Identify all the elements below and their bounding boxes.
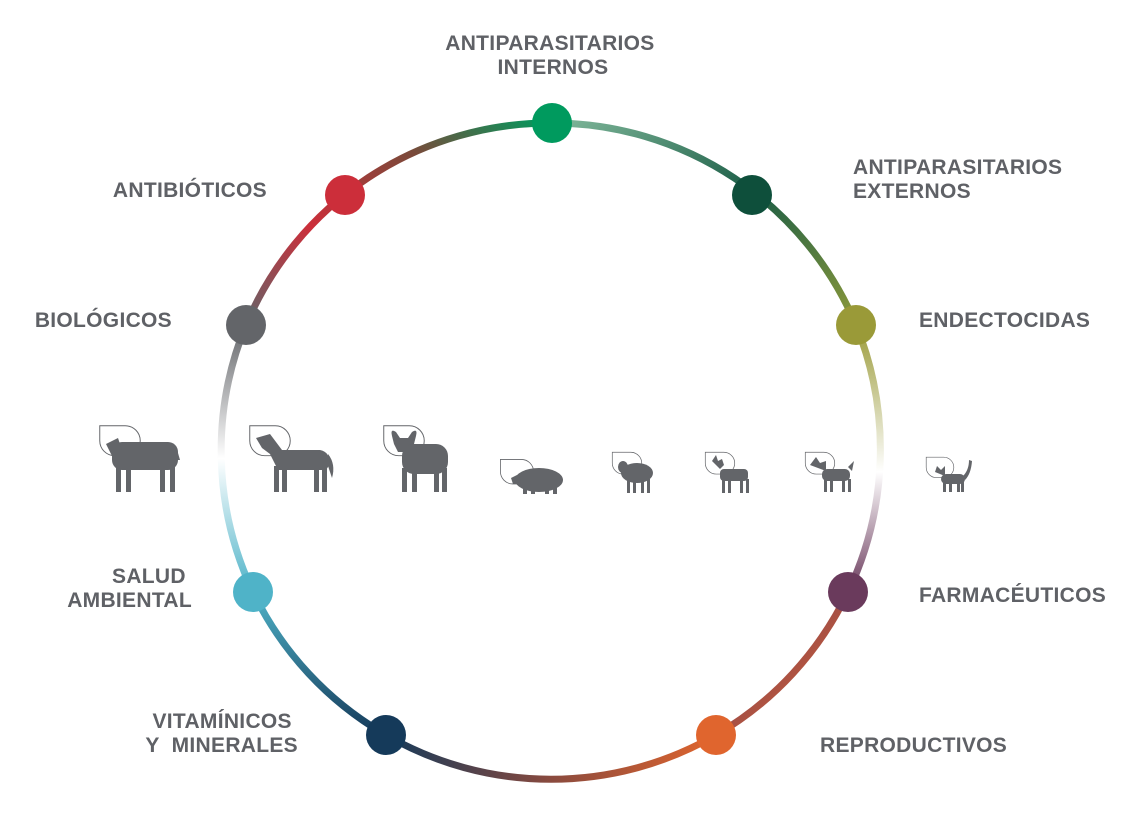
node-antibioticos[interactable]: [325, 175, 365, 215]
node-salud-ambiental[interactable]: [233, 572, 273, 612]
node-vitaminicos-y-minerales[interactable]: [366, 715, 406, 755]
ring-segment-left: [217, 321, 257, 596]
label-antibioticos[interactable]: ANTIBIÓTICOS: [113, 178, 267, 202]
node-antiparasitarios-externos[interactable]: [732, 175, 772, 215]
label-reproductivos[interactable]: REPRODUCTIVOS: [820, 734, 1007, 757]
label-biologicos[interactable]: BIOLÓGICOS: [35, 308, 172, 332]
ring-segment-top-right: [548, 119, 860, 329]
pig-icon[interactable]: [500, 459, 563, 494]
horse-icon[interactable]: [249, 425, 334, 492]
ring-segment-bottom: [382, 731, 720, 783]
label-farmaceuticos[interactable]: FARMACÉUTICOS: [919, 584, 1106, 607]
node-antiparasitarios-internos[interactable]: [532, 103, 572, 143]
ring-segment-bottom-left: [249, 588, 390, 739]
node-farmaceuticos[interactable]: [828, 572, 868, 612]
category-ring: [217, 119, 884, 783]
node-reproductivos[interactable]: [696, 715, 736, 755]
label-vitaminicos-y-minerales[interactable]: VITAMÍNICOS Y MINERALES: [145, 710, 298, 757]
label-antiparasitarios-externos[interactable]: ANTIPARASITARIOS EXTERNOS: [853, 156, 1069, 203]
bull-icon[interactable]: [383, 425, 448, 492]
cat-icon[interactable]: [925, 456, 972, 492]
goat-icon[interactable]: [704, 451, 749, 493]
label-salud-ambiental[interactable]: SALUD AMBIENTAL: [67, 565, 192, 612]
node-endectocidas[interactable]: [836, 305, 876, 345]
ring-segment-right: [844, 321, 884, 596]
cow-icon[interactable]: [99, 425, 180, 492]
species-row: [99, 425, 972, 494]
dog-icon[interactable]: [804, 451, 854, 492]
sheep-icon[interactable]: [611, 451, 653, 493]
ring-segment-bottom-right: [712, 588, 852, 739]
label-antiparasitarios-internos[interactable]: ANTIPARASITARIOS INTERNOS: [445, 32, 661, 79]
node-biologicos[interactable]: [226, 305, 266, 345]
label-endectocidas[interactable]: ENDECTOCIDAS: [919, 309, 1090, 332]
ring-segment-top-left: [242, 119, 556, 329]
